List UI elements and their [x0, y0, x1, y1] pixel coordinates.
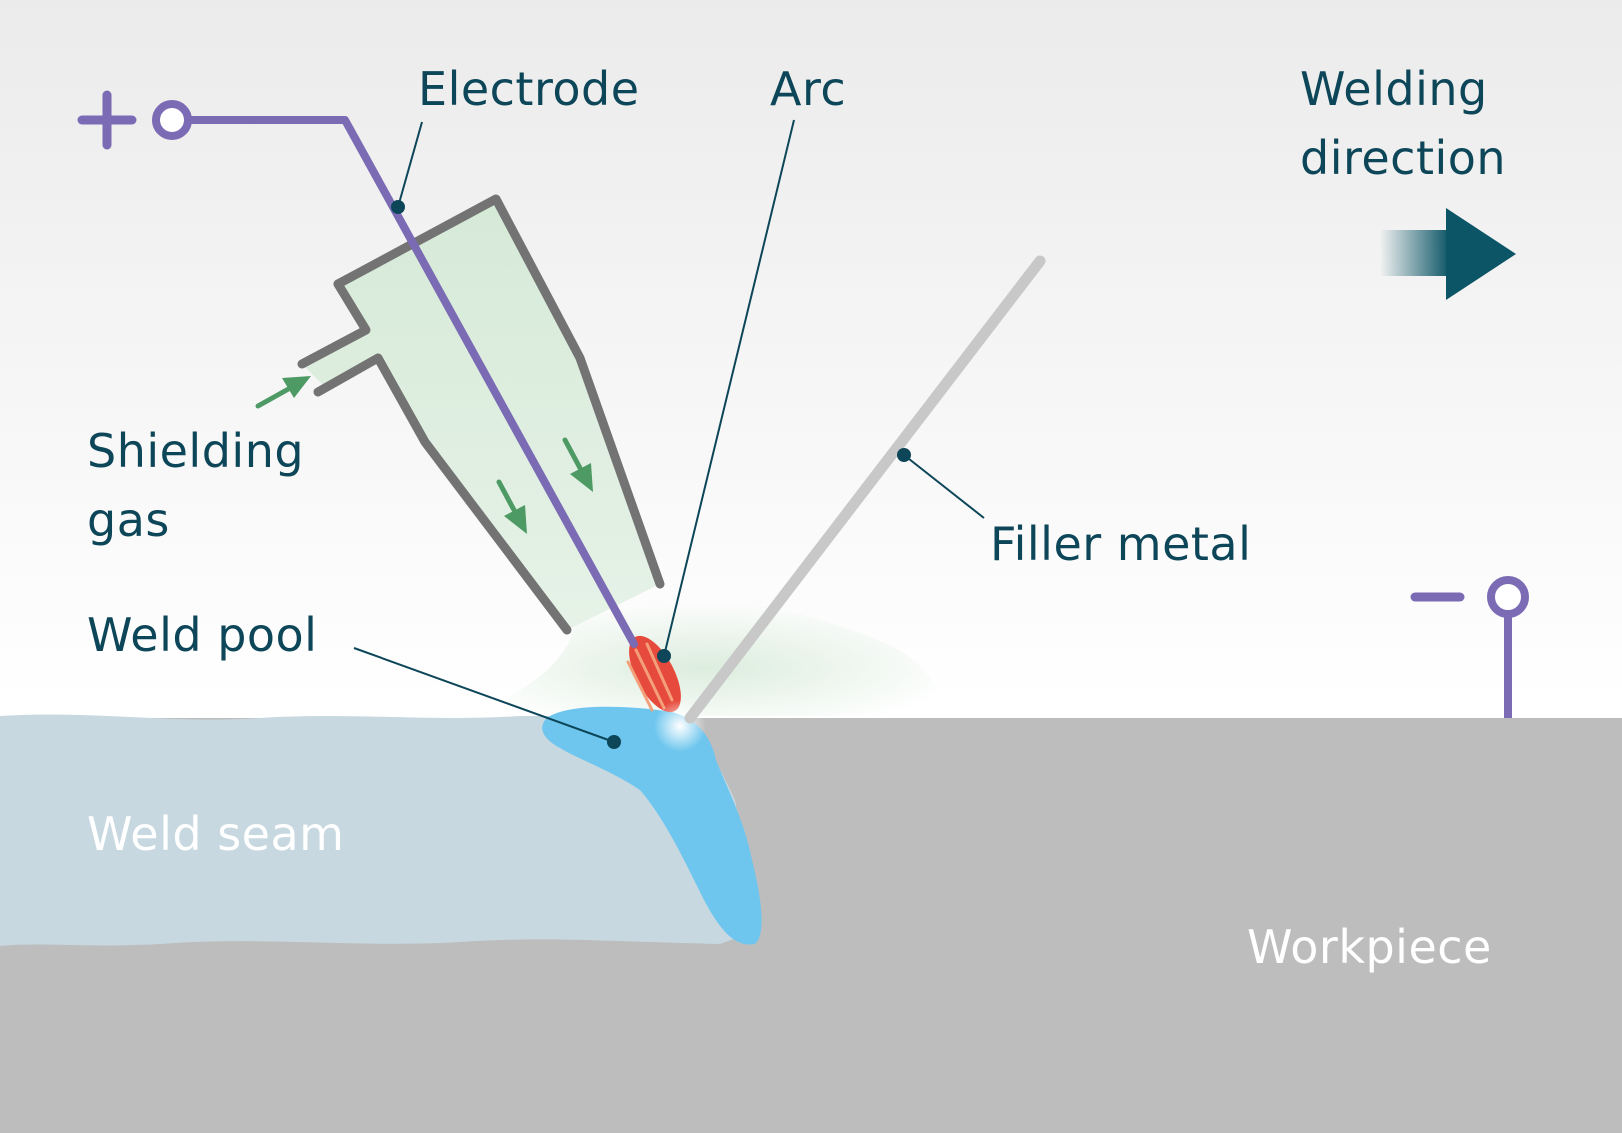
positive-terminal-ring: [152, 100, 192, 140]
electrode-marker: [391, 200, 405, 214]
filler-metal-leader: [903, 454, 985, 519]
electrode-wire: [188, 116, 638, 648]
torch-outline-right: [333, 194, 665, 589]
weld-pool-leader: [353, 647, 615, 743]
torch-outline-lower: [313, 353, 572, 635]
weld-seam: [0, 714, 758, 946]
electrode-label: Electrode: [418, 62, 640, 116]
negative-terminal-ring: [1487, 576, 1529, 618]
arc-label: Arc: [770, 62, 847, 116]
plus-icon: [77, 90, 137, 150]
shielding-gas-cloud: [470, 595, 942, 716]
filler-metal-label: Filler metal: [990, 517, 1252, 571]
shielding-gas-label-line1: Shielding: [87, 424, 305, 478]
arrow-right-icon: [1380, 208, 1516, 300]
shielding-gas-label-line2: gas: [87, 493, 170, 547]
gas-arrow-down-icon: [496, 479, 527, 534]
filler-metal-marker: [897, 448, 911, 462]
gas-arrow-down-icon: [562, 437, 593, 492]
leader-dots: [391, 200, 911, 749]
weld-pool-marker: [607, 735, 621, 749]
electrode-leader: [397, 121, 423, 208]
weld-pool: [542, 706, 762, 945]
weld-seam-label: Weld seam: [87, 807, 345, 861]
welding-direction-label-line2: direction: [1300, 131, 1507, 185]
workpiece-label: Workpiece: [1247, 920, 1492, 974]
welding-direction-label-line1: Welding: [1300, 62, 1488, 116]
arc: [626, 635, 681, 713]
torch-outline-left: [297, 279, 371, 369]
filler-metal-rod: [684, 255, 1046, 724]
arc-marker: [657, 649, 671, 663]
arc-leader: [663, 119, 795, 657]
gas-arrow-inlet-icon: [255, 376, 311, 409]
leader-lines: [353, 119, 985, 743]
weld-pool-label: Weld pool: [87, 608, 318, 662]
